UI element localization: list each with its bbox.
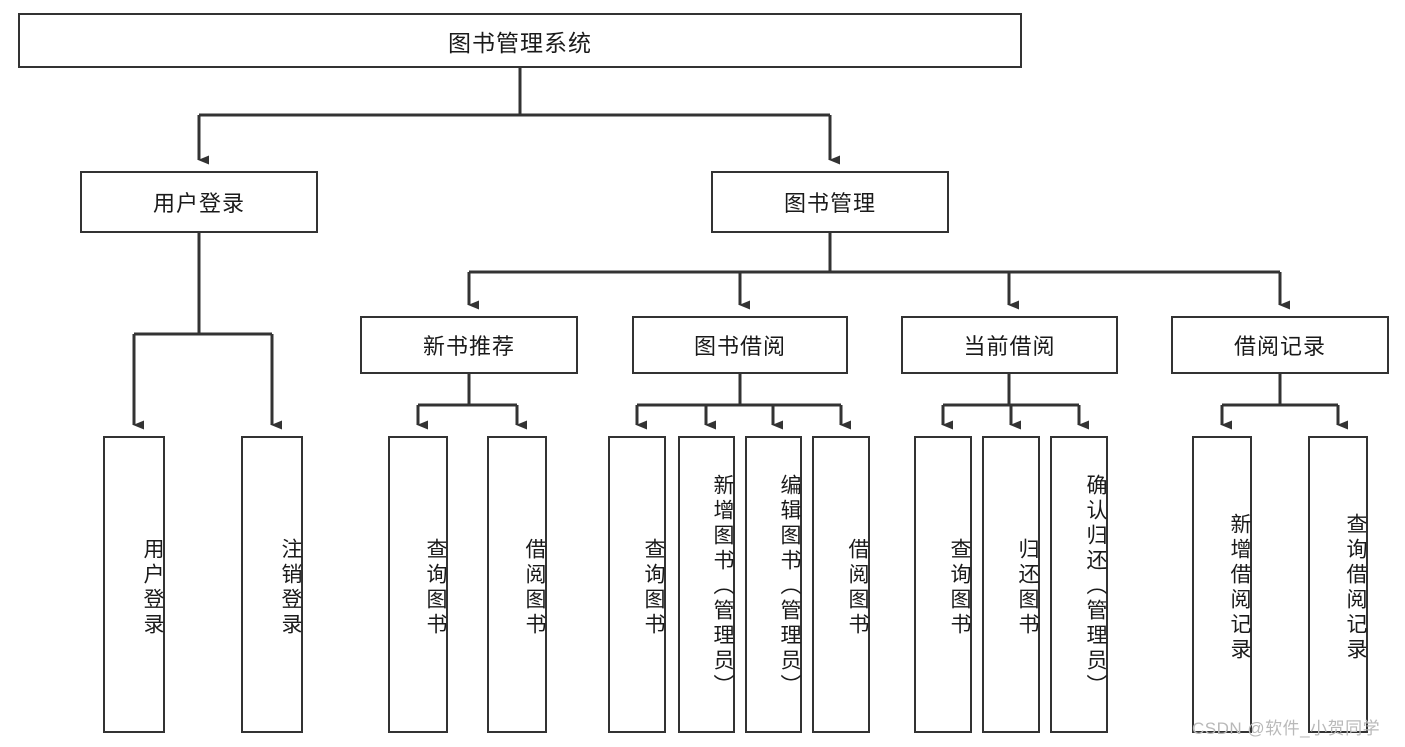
node-root-system[interactable]: 图书管理系统 xyxy=(18,13,1022,68)
node-leaf-5[interactable]: 新增图书（管理员） xyxy=(678,436,735,733)
node-leaf-7[interactable]: 借阅图书 xyxy=(812,436,870,733)
node-level1-1[interactable]: 图书管理 xyxy=(711,171,949,233)
node-level2-2[interactable]: 当前借阅 xyxy=(901,316,1118,374)
node-leaf-6[interactable]: 编辑图书（管理员） xyxy=(745,436,802,733)
node-leaf-10[interactable]: 确认归还（管理员） xyxy=(1050,436,1108,733)
node-leaf-0[interactable]: 用户登录 xyxy=(103,436,165,733)
node-leaf-3[interactable]: 借阅图书 xyxy=(487,436,547,733)
node-leaf-8[interactable]: 查询图书 xyxy=(914,436,972,733)
node-leaf-9[interactable]: 归还图书 xyxy=(982,436,1040,733)
node-leaf-12[interactable]: 查询借阅记录 xyxy=(1308,436,1368,733)
watermark-label: CSDN @软件_小贺同学 xyxy=(1192,719,1381,738)
node-leaf-4[interactable]: 查询图书 xyxy=(608,436,666,733)
node-level2-0[interactable]: 新书推荐 xyxy=(360,316,578,374)
node-leaf-11[interactable]: 新增借阅记录 xyxy=(1192,436,1252,733)
node-level2-1[interactable]: 图书借阅 xyxy=(632,316,848,374)
node-level1-0[interactable]: 用户登录 xyxy=(80,171,318,233)
node-level2-3[interactable]: 借阅记录 xyxy=(1171,316,1389,374)
node-leaf-2[interactable]: 查询图书 xyxy=(388,436,448,733)
node-leaf-1[interactable]: 注销登录 xyxy=(241,436,303,733)
